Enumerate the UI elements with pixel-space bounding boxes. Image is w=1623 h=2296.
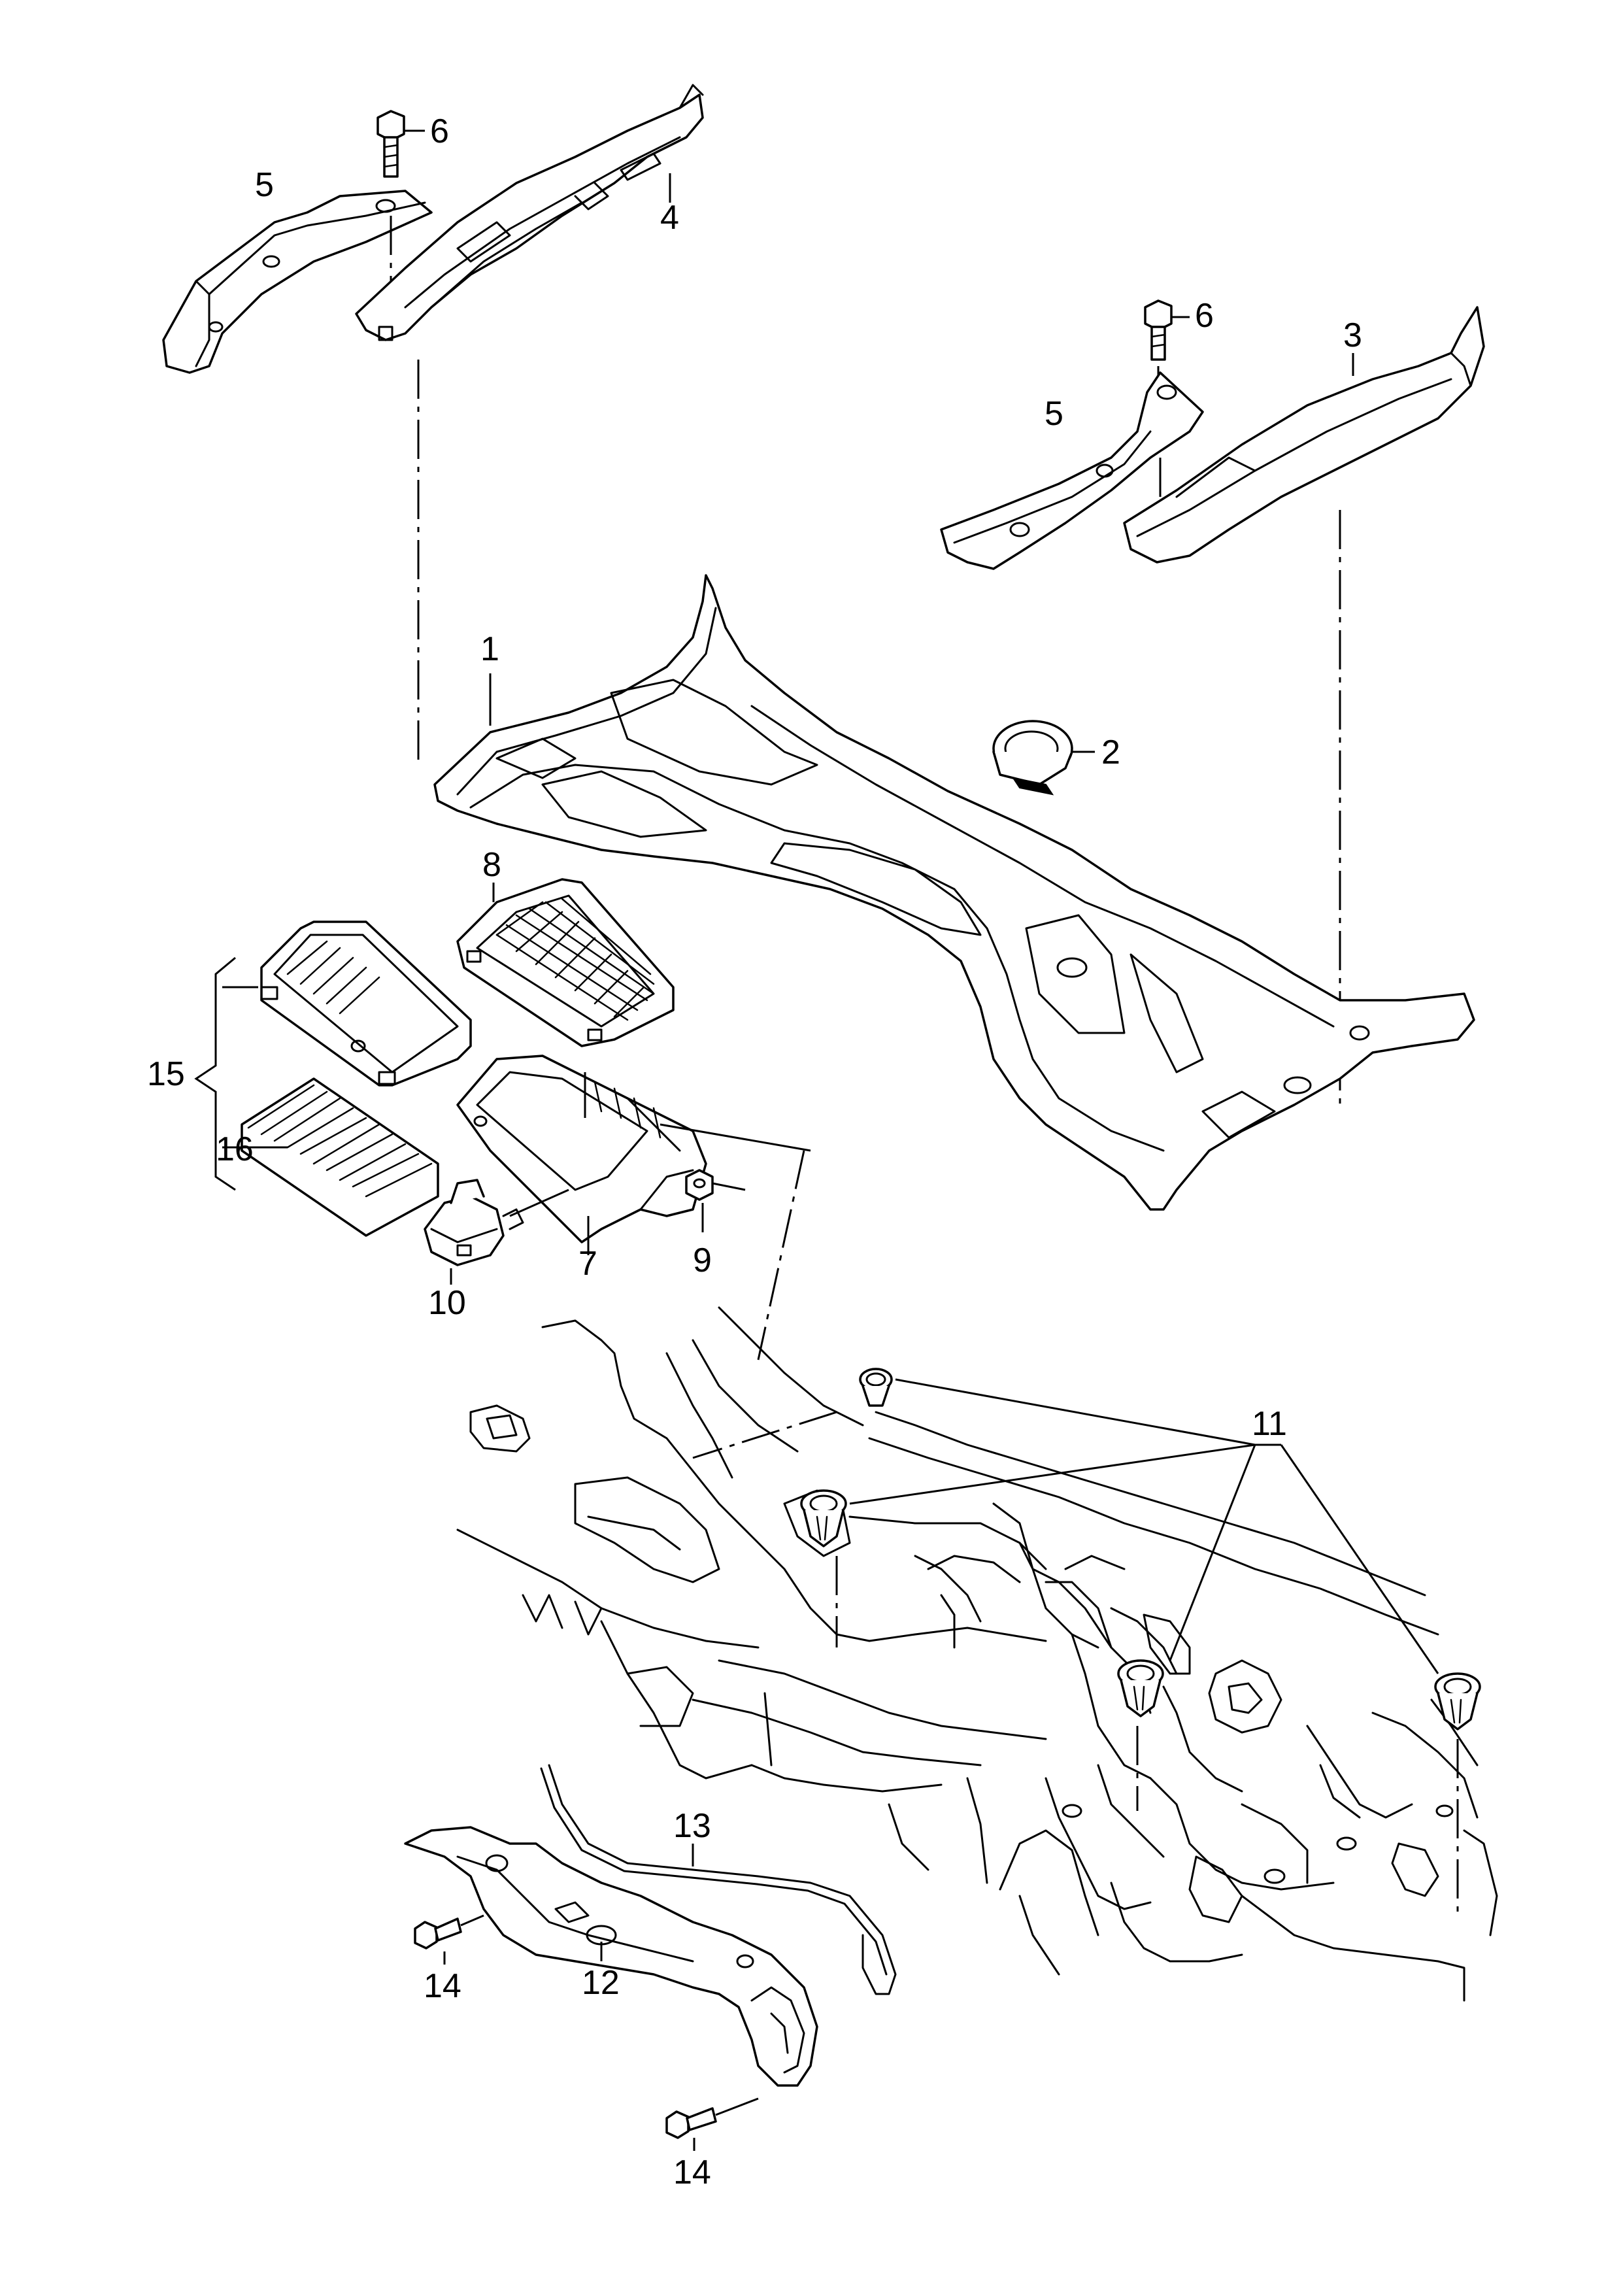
callout-9: 9	[693, 1241, 712, 1279]
callout-4: 4	[660, 199, 679, 237]
part-5-right-trim	[940, 371, 1204, 570]
part-6-bolt-right	[1144, 299, 1190, 361]
callout-15: 15	[147, 1055, 185, 1093]
callout-7: 7	[578, 1245, 597, 1283]
part-15-filter-assembly	[260, 920, 472, 1087]
callout-14-right: 14	[673, 2153, 711, 2191]
part-1-plenum-panel	[433, 574, 1475, 1211]
part-11-grommet-d	[1434, 1672, 1481, 1730]
part-7-housing	[456, 1055, 707, 1243]
callout-14-left: 14	[424, 1967, 461, 2005]
part-8-housing-lid	[456, 878, 675, 1047]
part-10-sensor	[424, 1179, 569, 1266]
part-16-filter-element	[241, 1077, 439, 1237]
callout-2: 2	[1101, 734, 1120, 771]
part-5-left-trim	[162, 190, 433, 374]
callout-11: 11	[1252, 1405, 1287, 1443]
part-14-bolt-left	[414, 1914, 484, 1950]
callout-5-left: 5	[255, 166, 274, 204]
part-11-grommet-a	[859, 1368, 893, 1407]
callout-3: 3	[1343, 316, 1362, 354]
part-3-right-cover	[1123, 306, 1485, 564]
part-11-grommet-b	[800, 1489, 847, 1547]
part-6-bolt-left	[376, 110, 425, 178]
part-4-cover	[355, 84, 704, 341]
part-12-bracket	[404, 1826, 818, 2087]
callout-1: 1	[480, 630, 499, 668]
vehicle-body-structure	[456, 1306, 1498, 2002]
callout-6-right: 6	[1195, 297, 1214, 335]
part-9-nut	[685, 1169, 746, 1201]
callout-10: 10	[428, 1284, 466, 1322]
callout-13: 13	[673, 1807, 711, 1845]
part-11-grommet-c	[1117, 1659, 1164, 1717]
part-14-bolt-right	[665, 2097, 759, 2139]
callout-8: 8	[482, 846, 501, 884]
callout-16: 16	[216, 1130, 254, 1168]
callout-5-right: 5	[1045, 395, 1063, 433]
part-2-seal-ring	[992, 720, 1073, 796]
part-13-seal-strip	[540, 1764, 897, 1995]
callout-labels: 1 2 3 4 5 5 6 6 7 8 9 10 11 12 13 14 14 …	[147, 112, 1362, 2191]
callout-12: 12	[582, 1964, 620, 2002]
callout-6-left: 6	[430, 112, 449, 150]
